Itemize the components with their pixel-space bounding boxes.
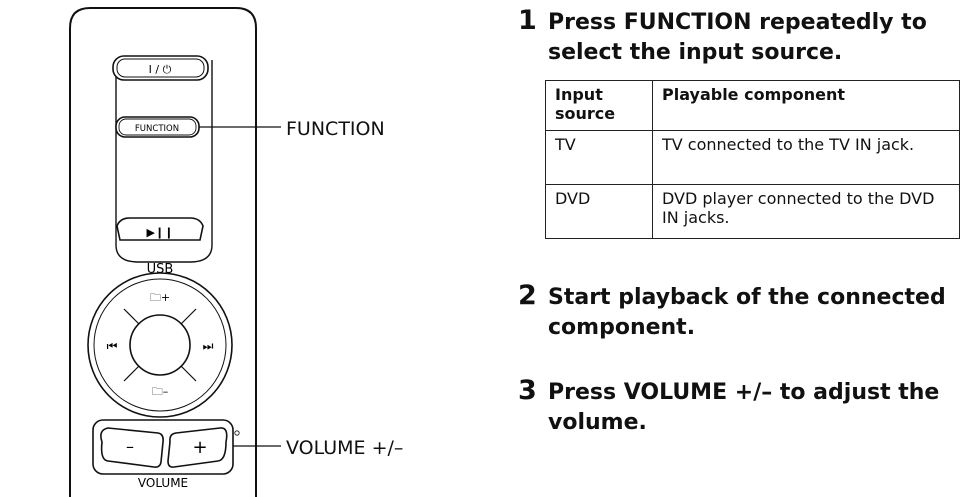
- previous-track-button[interactable]: ⏮: [107, 339, 118, 353]
- table-row: DVD DVD player connected to the DVD IN j…: [545, 184, 960, 239]
- next-track-button[interactable]: ⏭: [203, 339, 214, 353]
- cell-source: TV: [545, 130, 653, 185]
- function-button[interactable]: FUNCTION: [115, 116, 200, 138]
- volume-label: VOLUME: [138, 476, 188, 490]
- folder-plus-button[interactable]: 🗀+: [150, 291, 170, 304]
- input-source-table: Input source Playable component TV TV co…: [545, 80, 960, 239]
- step-text: Press FUNCTION repeatedly to select the …: [548, 10, 927, 65]
- cell-component: TV connected to the TV IN jack.: [652, 130, 960, 185]
- volume-minus-button[interactable]: –: [100, 427, 164, 468]
- play-pause-button[interactable]: ▶❙❙: [116, 217, 204, 241]
- cell-source: DVD: [545, 184, 653, 239]
- step-number: 3: [518, 375, 537, 406]
- minus-icon: –: [126, 437, 134, 456]
- volume-plus-button[interactable]: +: [167, 427, 228, 468]
- table-row: TV TV connected to the TV IN jack.: [545, 130, 960, 185]
- step-number: 2: [518, 280, 537, 311]
- step-text: Press VOLUME +/– to adjust the volume.: [548, 380, 940, 435]
- plus-icon: +: [192, 437, 207, 458]
- table-header-row: Input source Playable component: [545, 80, 960, 131]
- volume-callout-label: VOLUME +/–: [286, 437, 404, 459]
- function-callout-label: FUNCTION: [286, 118, 385, 140]
- function-button-label: FUNCTION: [135, 124, 179, 134]
- remote-control-illustration: I / ⏻ FUNCTION ▶❙❙ USB 🗀+ 🗀– ⏮ ⏭: [50, 0, 470, 497]
- power-button[interactable]: I / ⏻: [112, 55, 209, 81]
- step-number: 1: [518, 5, 537, 36]
- header-input-source: Input source: [545, 80, 653, 131]
- header-playable-component: Playable component: [652, 80, 960, 131]
- cell-component: DVD player connected to the DVD IN jacks…: [652, 184, 960, 239]
- folder-minus-button[interactable]: 🗀–: [152, 385, 169, 398]
- remote-drawing: I / ⏻ FUNCTION ▶❙❙ USB 🗀+ 🗀– ⏮ ⏭: [69, 7, 281, 497]
- play-pause-icon: ▶❙❙: [147, 226, 174, 239]
- step-text: Start playback of the connected componen…: [548, 285, 946, 340]
- navigation-dial: [87, 272, 233, 418]
- power-icon: I / ⏻: [149, 63, 172, 76]
